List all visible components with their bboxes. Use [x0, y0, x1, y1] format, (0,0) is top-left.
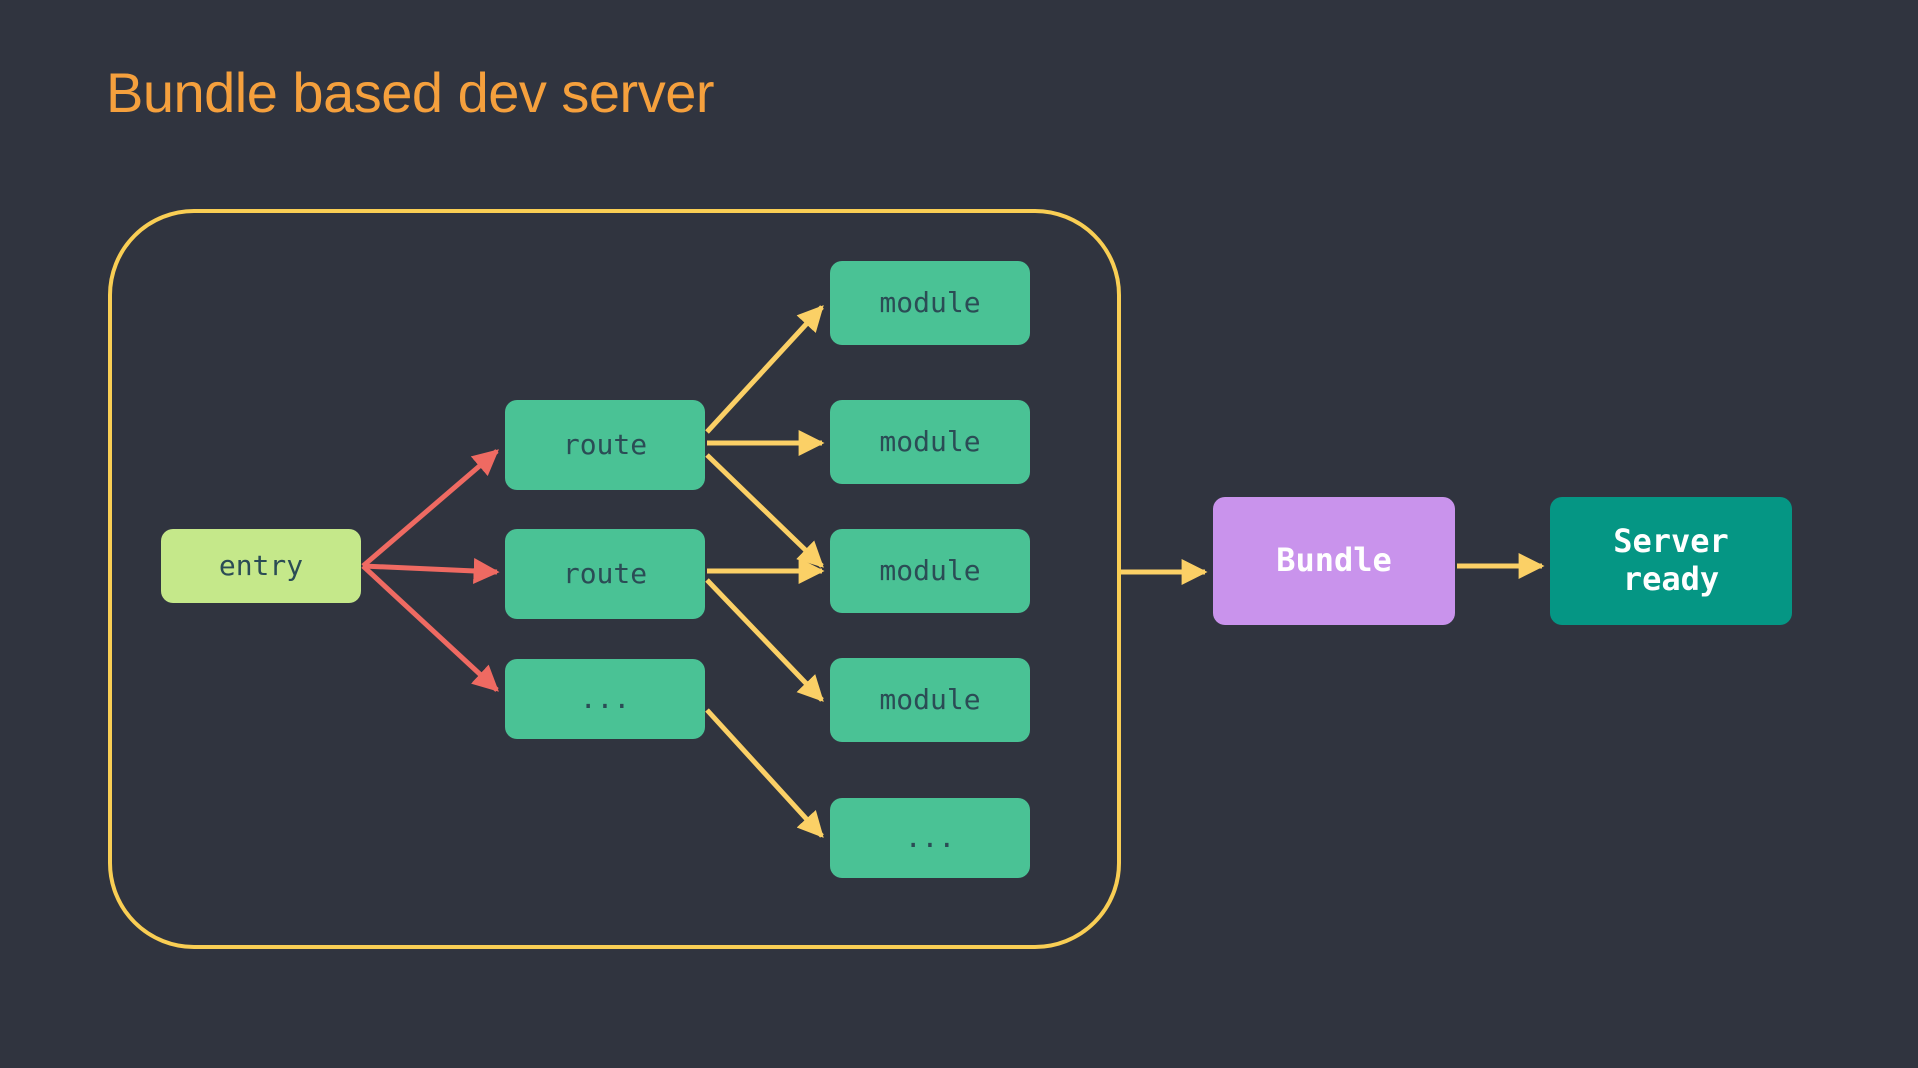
node-module-3: module: [830, 529, 1030, 613]
node-module-2: module: [830, 400, 1030, 484]
node-route-2: route: [505, 529, 705, 619]
node-module-5: ...: [830, 798, 1030, 878]
node-entry: entry: [161, 529, 361, 603]
node-route-1: route: [505, 400, 705, 490]
node-module-1: module: [830, 261, 1030, 345]
node-bundle: Bundle: [1213, 497, 1455, 625]
node-route-3: ...: [505, 659, 705, 739]
node-server: Server ready: [1550, 497, 1792, 625]
dev-server-boundary: [108, 209, 1121, 949]
node-module-4: module: [830, 658, 1030, 742]
page-title: Bundle based dev server: [106, 61, 715, 124]
